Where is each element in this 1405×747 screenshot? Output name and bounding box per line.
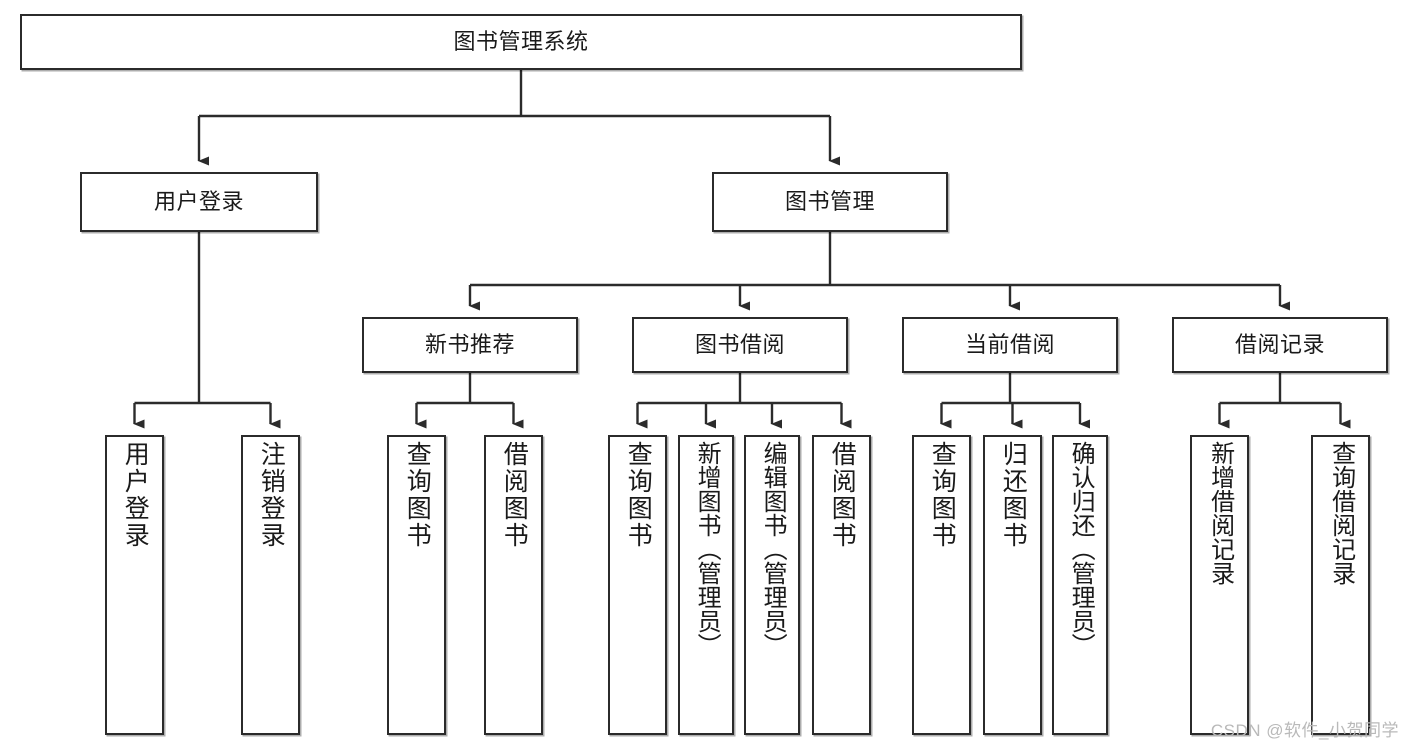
node-label: 查询图书	[403, 441, 432, 549]
node-label: 图书管理系统	[453, 29, 589, 55]
node-label: 当前借阅	[964, 332, 1055, 358]
node-label: 归还图书	[999, 441, 1028, 549]
node-leaf_user_login[interactable]: 用户登录	[105, 435, 164, 735]
node-label: 新增借阅记录	[1206, 441, 1234, 585]
node-label: 查询图书	[624, 441, 653, 549]
node-leaf_borrow_2[interactable]: 借阅图书	[812, 435, 871, 735]
node-label: 借阅图书	[828, 441, 857, 549]
node-leaf_query_2[interactable]: 查询图书	[608, 435, 667, 735]
node-leaf_query_3[interactable]: 查询图书	[912, 435, 971, 735]
node-user_login[interactable]: 用户登录	[80, 172, 318, 232]
node-book_borrow[interactable]: 图书借阅	[632, 317, 848, 373]
node-label: 借阅记录	[1234, 332, 1325, 358]
node-label: 确认归还（管理员）	[1067, 441, 1095, 657]
node-borrow_record[interactable]: 借阅记录	[1172, 317, 1388, 373]
node-book_manage[interactable]: 图书管理	[712, 172, 948, 232]
node-leaf_borrow_1[interactable]: 借阅图书	[484, 435, 543, 735]
node-leaf_return[interactable]: 归还图书	[983, 435, 1042, 735]
node-label: 用户登录	[121, 441, 150, 549]
node-new_book_rec[interactable]: 新书推荐	[362, 317, 578, 373]
node-label: 查询借阅记录	[1327, 441, 1355, 585]
node-label: 新增图书（管理员）	[693, 441, 721, 657]
node-leaf_confirm[interactable]: 确认归还（管理员）	[1052, 435, 1108, 735]
node-current_borrow[interactable]: 当前借阅	[902, 317, 1118, 373]
node-leaf_edit_book[interactable]: 编辑图书（管理员）	[744, 435, 800, 735]
node-label: 查询图书	[928, 441, 957, 549]
node-label: 新书推荐	[424, 332, 515, 358]
node-label: 图书借阅	[694, 332, 785, 358]
node-leaf_logout[interactable]: 注销登录	[241, 435, 300, 735]
node-leaf_add_book[interactable]: 新增图书（管理员）	[678, 435, 734, 735]
node-label: 图书管理	[784, 189, 875, 215]
node-label: 借阅图书	[500, 441, 529, 549]
node-leaf_add_rec[interactable]: 新增借阅记录	[1190, 435, 1249, 735]
node-label: 用户登录	[153, 189, 244, 215]
node-root[interactable]: 图书管理系统	[20, 14, 1022, 70]
node-leaf_query_rec[interactable]: 查询借阅记录	[1311, 435, 1370, 735]
csdn-watermark: CSDN @软件_小贺同学	[1210, 721, 1399, 740]
node-label: 注销登录	[257, 441, 286, 549]
node-label: 编辑图书（管理员）	[759, 441, 787, 657]
node-leaf_query_1[interactable]: 查询图书	[387, 435, 446, 735]
